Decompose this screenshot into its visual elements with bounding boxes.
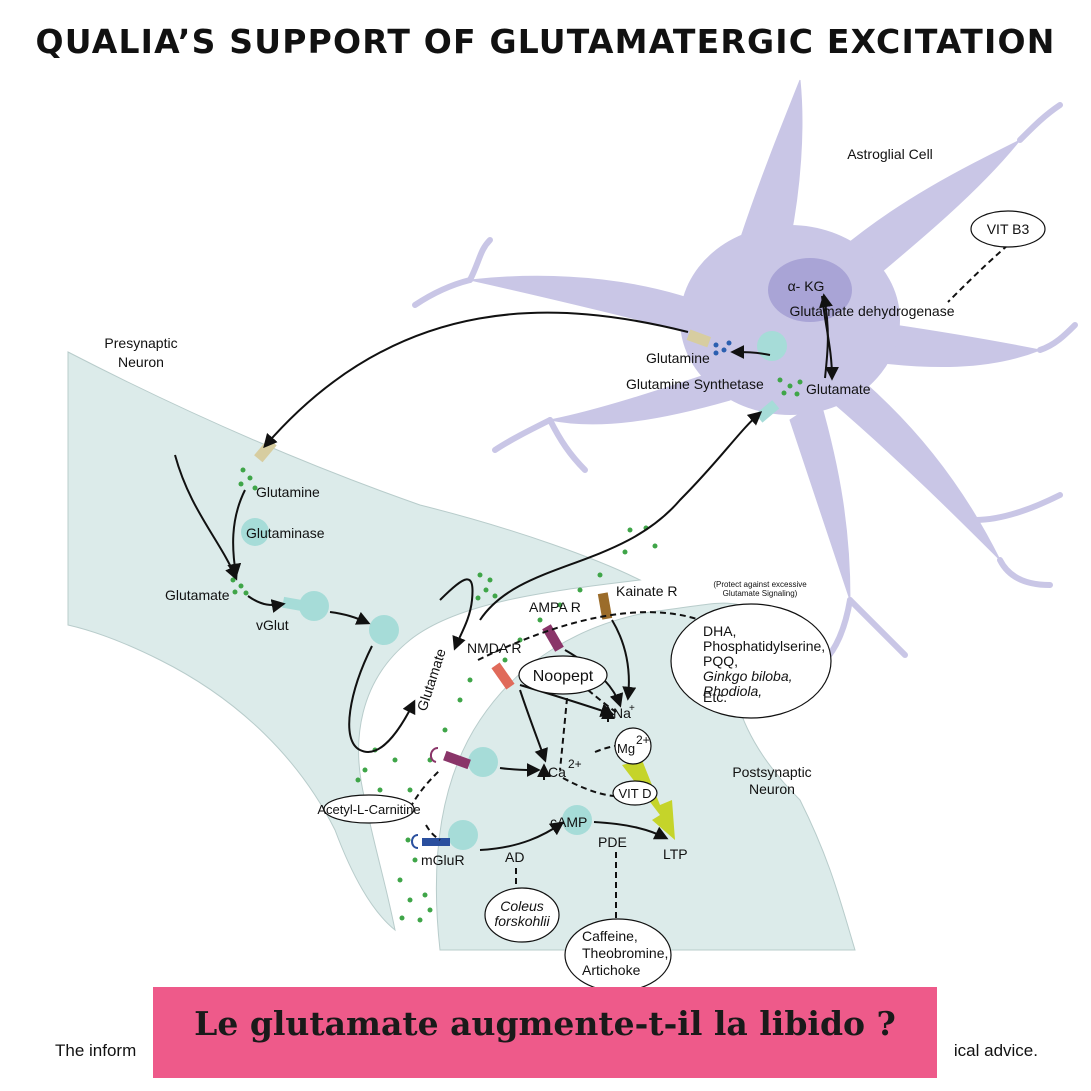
camp-label: cAMP — [550, 814, 587, 830]
glutamine-astro-label: Glutamine — [646, 350, 710, 366]
protect-label-1: (Protect against excessive — [713, 580, 807, 589]
solid-arrows — [174, 293, 839, 851]
mg-label: Mg — [617, 741, 635, 756]
disclaimer-start: The inform — [55, 1041, 137, 1060]
receptors — [411, 592, 613, 849]
kainate-r-label: Kainate R — [616, 583, 677, 599]
ovals — [323, 210, 1046, 992]
coleus-label-1: Coleus — [500, 898, 544, 914]
ca-label: Ca — [548, 764, 566, 780]
supplements-line-5: Rhodiola, — [703, 683, 762, 699]
vesicles — [241, 331, 787, 850]
glutamate-astro-label: Glutamate — [806, 381, 871, 397]
caffeine-label-1: Caffeine, — [582, 928, 638, 944]
coleus-label-2: forskohlii — [494, 913, 550, 929]
glutamine-dots — [713, 340, 732, 356]
na-superscript: + — [629, 703, 635, 714]
glutamate-dehydrogenase-label: Glutamate dehydrogenase — [790, 303, 955, 319]
glutamine-synthetase-label: Glutamine Synthetase — [626, 376, 764, 392]
astroglial-cell-label: Astroglial Cell — [847, 146, 933, 162]
pde-label: PDE — [598, 834, 627, 850]
supplements-line-6: Etc. — [703, 689, 727, 705]
ampa-r-label: AMPA R — [529, 599, 581, 615]
disclaimer-end: ical advice. — [953, 1041, 1038, 1060]
glutamate-cleft-label: Glutamate — [414, 646, 449, 713]
supplements-line-2: Phosphatidylserine, — [703, 638, 825, 654]
glutamine-pre-label: Glutamine — [256, 484, 320, 500]
alpha-kg-label: α- KG — [788, 278, 825, 294]
postsynaptic-label-2: Neuron — [749, 781, 795, 797]
vit-b3-label: VIT B3 — [987, 221, 1030, 237]
protect-label-2: Glutamate Signaling) — [723, 589, 798, 598]
nmda-r-label: NMDA R — [467, 640, 521, 656]
mg-superscript: 2+ — [636, 733, 650, 747]
caffeine-label-2: Theobromine, — [582, 945, 668, 961]
glutamate-pre-label: Glutamate — [165, 587, 230, 603]
vglut-label: vGlut — [256, 617, 289, 633]
na-label: Na — [613, 705, 631, 721]
ltp-bolt — [622, 760, 675, 840]
headline-banner[interactable]: Le glutamate augmente-t-il la libido ? — [153, 987, 937, 1078]
ad-label: AD — [505, 849, 524, 865]
presynaptic-label-1: Presynaptic — [104, 335, 177, 351]
transporters — [254, 329, 780, 613]
mglur-label: mGluR — [421, 852, 465, 868]
caffeine-label-3: Artichoke — [582, 962, 641, 978]
page-title: QUALIA’S SUPPORT OF GLUTAMATERGIC EXCITA… — [35, 22, 1056, 61]
vit-d-label: VIT D — [619, 786, 652, 801]
supplements-line-4: Ginkgo biloba, — [703, 668, 793, 684]
supplements-line-1: DHA, — [703, 623, 736, 639]
ltp-label: LTP — [663, 846, 688, 862]
ca-superscript: 2+ — [568, 757, 582, 771]
glutamate-dots — [230, 377, 803, 923]
glutaminase-label: Glutaminase — [246, 525, 325, 541]
postsynaptic-label-1: Postsynaptic — [732, 764, 811, 780]
acetyl-l-carnitine-label: Acetyl-L-Carnitine — [317, 802, 420, 817]
presynaptic-neuron — [67, 351, 642, 932]
noopept-label: Noopept — [533, 668, 594, 685]
presynaptic-label-2: Neuron — [118, 354, 164, 370]
supplements-line-3: PQQ, — [703, 653, 738, 669]
